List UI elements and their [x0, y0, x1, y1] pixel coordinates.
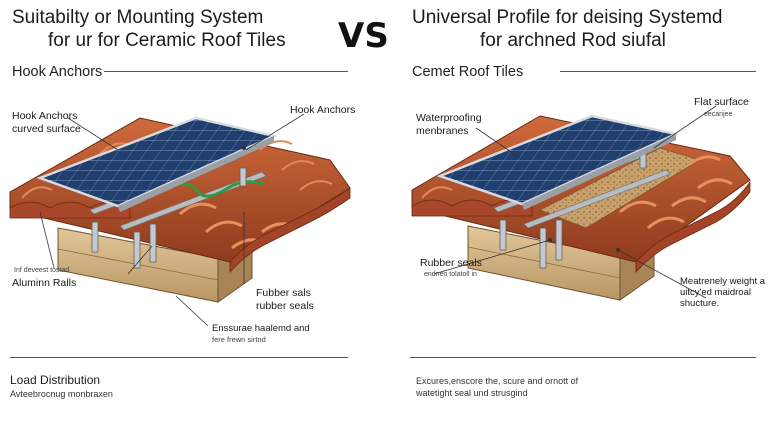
left-hook-1 [91, 221, 99, 253]
right-section-title: Cemet Roof Tiles [412, 64, 524, 80]
left-title-line2: for ur for Ceramic Roof Tiles [48, 30, 286, 51]
left-footer-title: Load Distribution [10, 373, 101, 387]
label-rubber-seals-left: Fubber sals rubber seals [256, 287, 314, 312]
label-rubber-seals-note: endneo tolatoll in [424, 271, 477, 278]
left-hook-4 [239, 167, 247, 187]
right-title-line1: Universal Profile for deising Systemd [412, 7, 723, 28]
left-title-line1: Suitabilty or Mounting System [12, 7, 264, 28]
right-rail-2 [523, 169, 671, 229]
label-flat-surface: Flat surface [694, 96, 749, 108]
left-footer-divider [10, 357, 348, 358]
label-hook-anchors-curved: Hook Anchors curved surface [12, 110, 81, 135]
label-flat-surface-note: eecarijee [704, 111, 733, 118]
right-footer-divider [410, 357, 756, 358]
left-roof-diagram [9, 116, 351, 303]
right-footer-line2: watetight seal und strusgind [416, 388, 528, 398]
label-small-rails-note: Inf deveest tostad [14, 267, 70, 274]
label-waterproofing-membranes: Waterproofing menbranes [416, 112, 482, 137]
left-hook-3 [149, 223, 157, 263]
left-section-title: Hook Anchors [12, 64, 103, 80]
right-hook-3 [555, 219, 563, 261]
label-ensure-left: Enssurae haalemd and fere frewn sirtnd [212, 323, 310, 344]
right-hook-2 [539, 227, 547, 269]
right-hook-1 [499, 219, 507, 251]
left-footer-text: Avteebrocnug monbraxen [10, 389, 113, 399]
label-weight-structure: Meatrenely weight a uitcy'ed maidroal sh… [680, 276, 766, 309]
right-roof-diagram [411, 114, 751, 301]
left-section-divider [104, 71, 348, 72]
label-hook-anchors-right: Hook Anchors [290, 104, 356, 116]
right-title-line2: for archned Rod siufal [480, 30, 666, 51]
right-footer-line1: Excures,enscore the, scure and ornott of [416, 376, 579, 386]
vs-heading: VS [338, 16, 389, 56]
right-section-divider [560, 71, 756, 72]
label-rubber-seals-right: Rubber seals [420, 257, 482, 269]
label-aluminium-rails: Aluminn Ralls [12, 277, 77, 289]
left-hook-2 [133, 231, 141, 269]
